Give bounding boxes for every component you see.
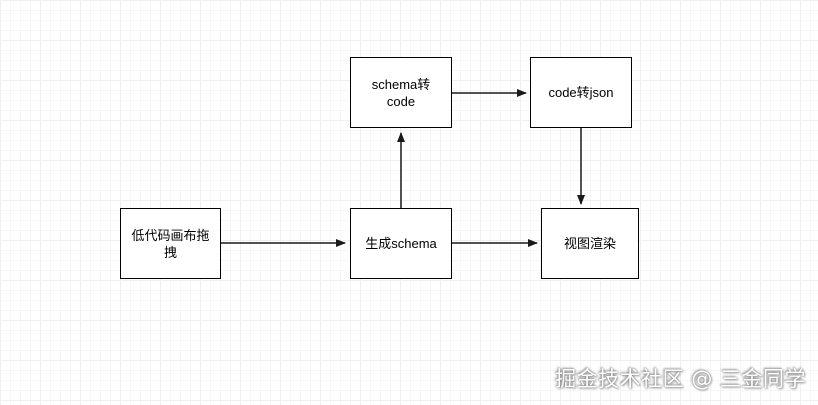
- node-schema-to-code[interactable]: schema转 code: [350, 57, 452, 128]
- node-lowcode-drag[interactable]: 低代码画布拖 拽: [120, 208, 221, 279]
- node-view-render[interactable]: 视图渲染: [541, 208, 639, 279]
- node-code-to-json-label: code转json: [548, 85, 614, 100]
- node-code-to-json[interactable]: code转json: [530, 57, 632, 128]
- node-lowcode-drag-label: 低代码画布拖 拽: [131, 227, 210, 260]
- node-view-render-label: 视图渲染: [563, 236, 616, 251]
- node-generate-schema-label: 生成schema: [365, 236, 437, 251]
- node-generate-schema[interactable]: 生成schema: [350, 208, 452, 279]
- watermark-text: 掘金技术社区 @ 三金同学: [555, 367, 806, 391]
- node-schema-to-code-label: schema转 code: [371, 76, 431, 109]
